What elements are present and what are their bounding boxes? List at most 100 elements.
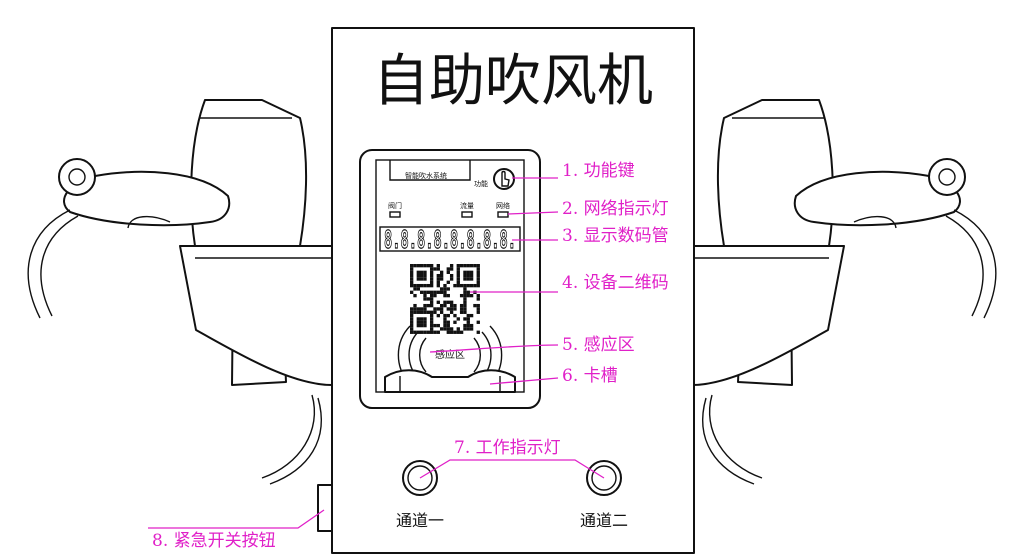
qr-module: [463, 300, 467, 304]
qr-module: [419, 330, 424, 334]
indicator-label-network: 网络: [496, 201, 510, 210]
qr-module: [439, 327, 444, 331]
dryer-hose-left: [27, 209, 79, 319]
qr-module: [443, 293, 447, 298]
qr-module: [429, 297, 434, 301]
callout-4: 4. 设备二维码: [562, 273, 669, 293]
qr-module: [469, 264, 474, 268]
qr-module: [456, 270, 460, 274]
qr-module: [443, 290, 447, 294]
qr-module: [459, 303, 464, 308]
qr-module: [436, 330, 440, 334]
qr-module: [456, 330, 460, 334]
callout-7-line: [419, 459, 605, 479]
qr-module: [419, 310, 424, 314]
qr-module: [449, 267, 454, 271]
qr-module: [456, 280, 460, 284]
qr-module: [466, 313, 470, 318]
hair-dryer-right: [691, 99, 997, 485]
qr-module: [459, 264, 464, 268]
qr-module: [413, 330, 417, 334]
qr-module: [449, 330, 454, 334]
qr-module: [423, 293, 427, 298]
qr-module: [429, 290, 434, 294]
qr-module: [436, 290, 440, 294]
channel-2-label: 通道二: [580, 511, 628, 530]
qr-module: [413, 287, 417, 291]
qr-module: [443, 323, 447, 328]
qr-module: [429, 300, 434, 304]
callout-3: 3. 显示数码管: [562, 226, 669, 246]
qr-module: [429, 267, 434, 271]
qr-module: [429, 277, 434, 281]
qr-module: [476, 270, 480, 274]
qr-module: [459, 293, 464, 298]
qr-module: [476, 277, 480, 281]
qr-module: [419, 270, 424, 274]
qr-module: [410, 290, 414, 294]
qr-module: [453, 283, 457, 288]
callout-6-line: [489, 377, 559, 385]
qr-module: [443, 327, 447, 331]
qr-module: [459, 310, 464, 314]
qr-module: [446, 307, 450, 311]
qr-module: [459, 330, 464, 334]
qr-module: [473, 303, 477, 308]
qr-module: [416, 273, 420, 278]
dryer-ring-left: [58, 158, 96, 196]
qr-module: [410, 264, 414, 268]
qr-module: [436, 307, 440, 311]
callout-1: 1. 功能键: [562, 161, 635, 181]
qr-module: [469, 283, 474, 288]
qr-module: [446, 267, 450, 271]
qr-module: [436, 273, 440, 278]
qr-module: [410, 323, 414, 328]
qr-module: [419, 307, 424, 311]
qr-module: [423, 270, 427, 274]
qr-module: [463, 287, 467, 291]
qr-module: [410, 280, 414, 284]
qr-module: [446, 320, 450, 324]
qr-module: [463, 303, 467, 308]
qr-module: [466, 293, 470, 298]
qr-module: [443, 313, 447, 318]
qr-module: [446, 330, 450, 334]
qr-module: [469, 327, 474, 331]
qr-module: [449, 277, 454, 281]
qr-module: [419, 290, 424, 294]
qr-module: [463, 283, 467, 288]
qr-module: [433, 290, 437, 294]
qr-module: [423, 307, 427, 311]
qr-module: [433, 293, 437, 298]
qr-module: [443, 287, 447, 291]
qr-module: [426, 310, 430, 314]
qr-module: [429, 320, 434, 324]
card-slot[interactable]: [384, 369, 516, 393]
qr-module: [466, 283, 470, 288]
qr-module: [429, 327, 434, 331]
qr-module: [426, 303, 430, 308]
qr-module: [446, 323, 450, 328]
qr-module: [413, 307, 417, 311]
emergency-switch-button[interactable]: [317, 484, 333, 532]
qr-module: [466, 264, 470, 268]
function-key-button[interactable]: [493, 168, 515, 190]
qr-module: [419, 283, 424, 288]
qr-module: [469, 313, 474, 318]
qr-module: [426, 290, 430, 294]
qr-module: [416, 264, 420, 268]
qr-module: [439, 287, 444, 291]
qr-module: [463, 323, 467, 328]
qr-module: [476, 273, 480, 278]
qr-module: [423, 273, 427, 278]
valve-led: [389, 211, 401, 218]
qr-module: [463, 317, 467, 321]
qr-module: [463, 270, 467, 274]
qr-module: [410, 330, 414, 334]
qr-module: [456, 267, 460, 271]
qr-module: [419, 317, 424, 321]
qr-module: [463, 273, 467, 278]
qr-module: [449, 307, 454, 311]
channel-1-label: 通道一: [396, 511, 444, 530]
qr-module: [429, 303, 434, 308]
